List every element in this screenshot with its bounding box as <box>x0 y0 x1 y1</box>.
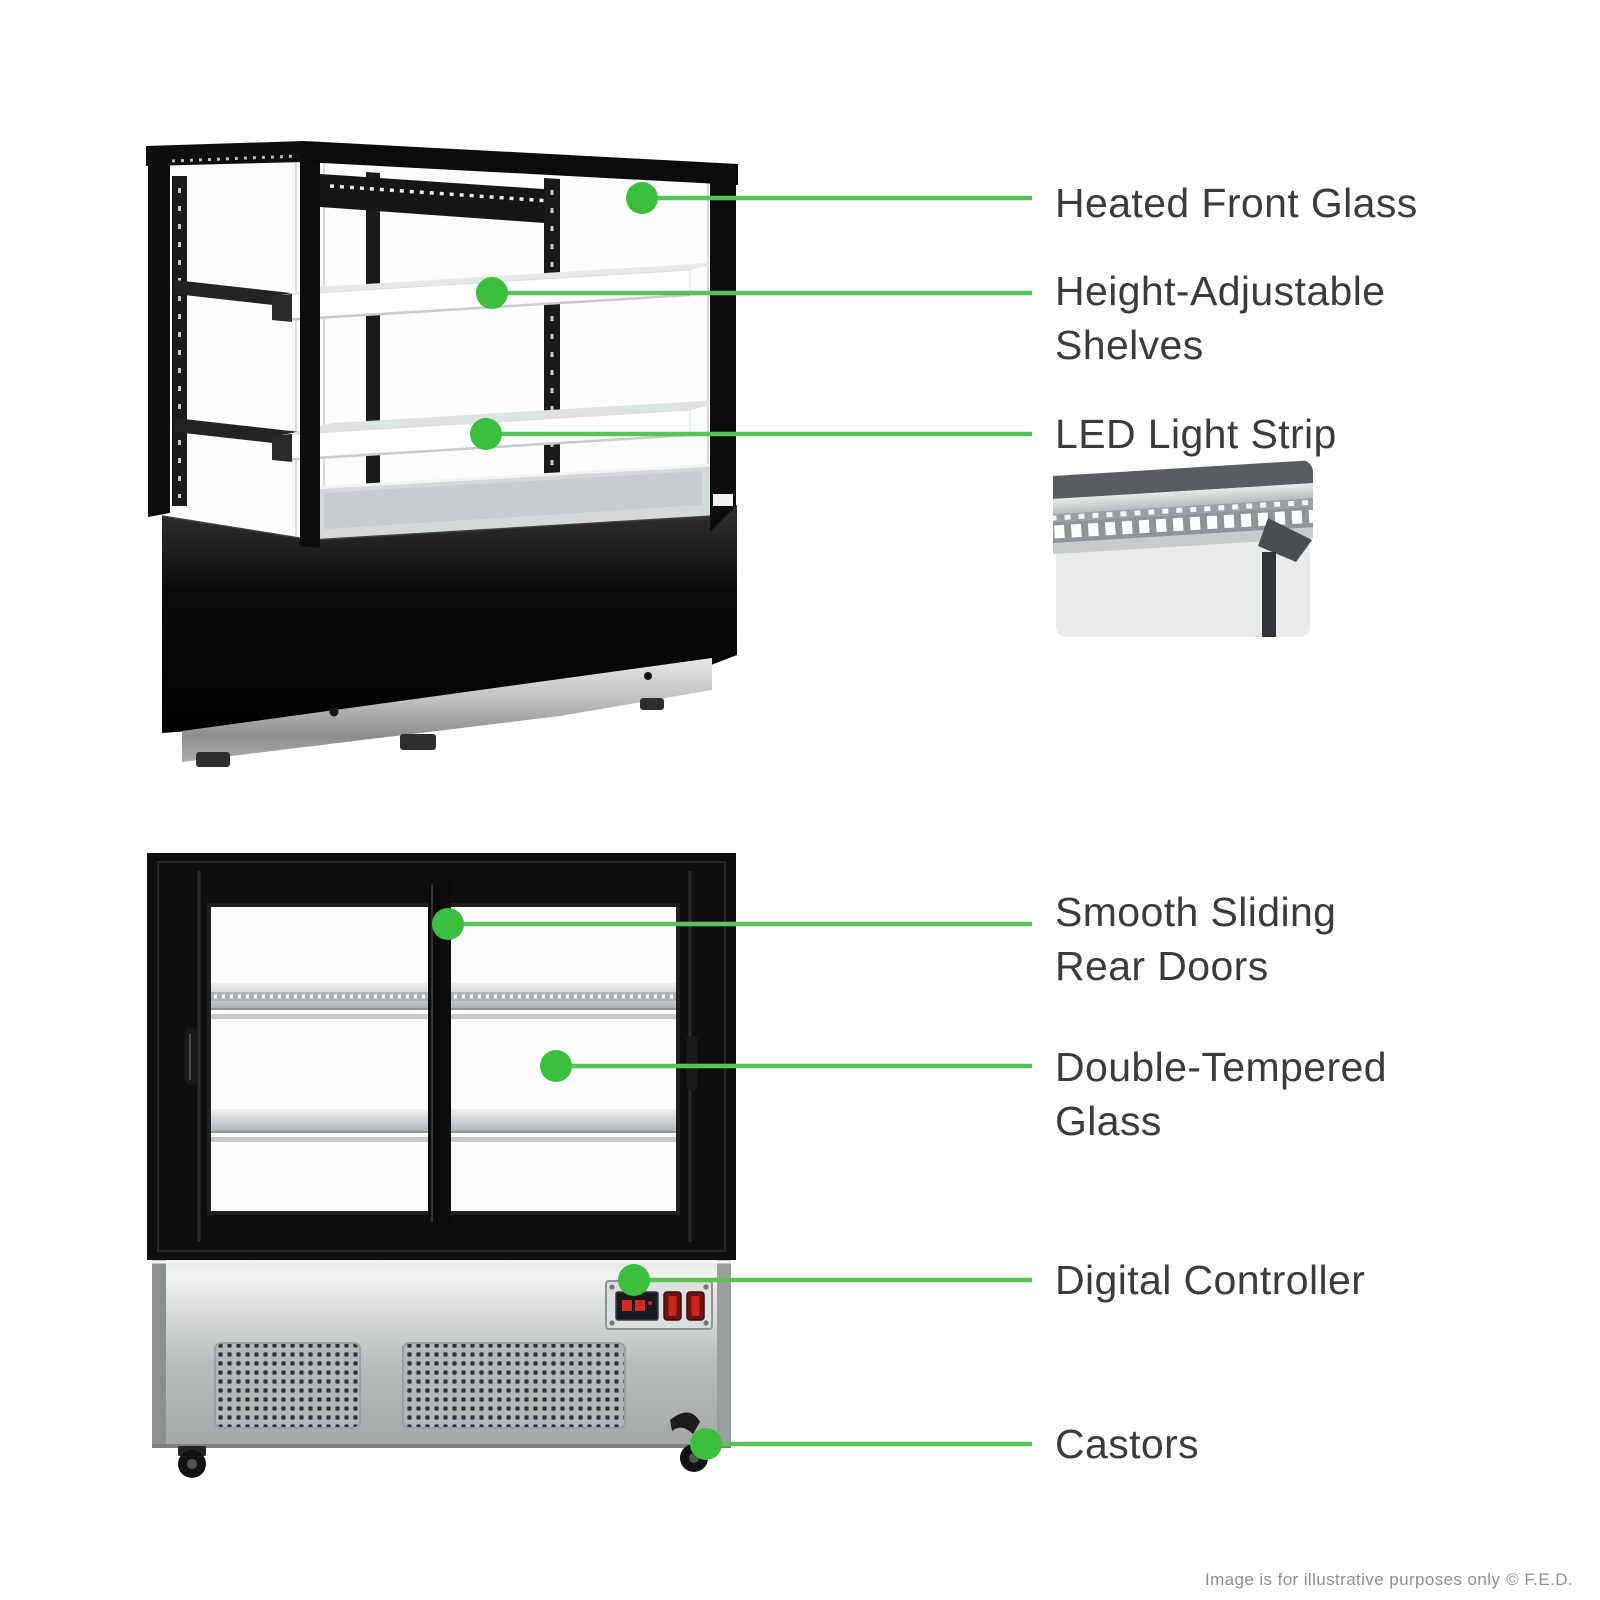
callout-dot-led-light-strip <box>470 418 502 450</box>
screw <box>609 1284 615 1290</box>
frame-post-front-left <box>300 142 320 548</box>
brand-sticker <box>713 494 733 506</box>
led-strip-detail-image <box>1053 460 1313 637</box>
plinth-drain-dot <box>644 672 652 680</box>
callout-label-smooth-sliding-rear-doors: Smooth Sliding Rear Doors <box>1055 889 1337 989</box>
screw <box>703 1320 709 1326</box>
shelf2-bracket <box>272 434 292 462</box>
callout-label-double-tempered-glass: Double-Tempered Glass <box>1055 1044 1387 1144</box>
callout-label-digital-controller: Digital Controller <box>1055 1257 1366 1303</box>
top-product-illustration <box>146 141 738 767</box>
callout-label-heated-front-glass: Heated Front Glass <box>1055 180 1418 226</box>
callout-dot-double-tempered-glass <box>540 1050 572 1082</box>
deck-rim <box>311 463 715 490</box>
display-digit <box>622 1300 632 1311</box>
led-strip-support-bar <box>1262 552 1276 637</box>
callout-lines <box>448 195 1032 1447</box>
top-frame-left-band <box>146 141 304 166</box>
base-right-edge <box>717 1260 731 1448</box>
led-dots-row <box>329 184 551 203</box>
base-left-edge <box>152 1260 166 1448</box>
shelf-arm-lower <box>175 418 300 446</box>
callout-label-castors: Castors <box>1055 1421 1200 1467</box>
frame-post-back-left <box>148 146 170 517</box>
callout-dot-digital-controller <box>618 1264 650 1296</box>
shelf1-top-surface <box>283 262 724 295</box>
switch-rocker <box>691 1296 700 1316</box>
led-strip-bar <box>1053 460 1313 556</box>
callout-dots <box>432 182 722 1460</box>
switch-rocker <box>668 1296 677 1316</box>
castor-left <box>178 1446 206 1478</box>
frame-bevel <box>157 861 726 1252</box>
frame-post-front-right <box>710 165 736 532</box>
shelf1-bracket <box>272 294 292 322</box>
led-dots-row <box>171 154 299 163</box>
interior-header-bar <box>320 174 558 224</box>
callout-dot-height-adjustable-shelves <box>476 277 508 309</box>
door-handle-left <box>185 1028 198 1085</box>
callout-label-led-light-strip: LED Light Strip <box>1055 411 1337 457</box>
footer-disclaimer-text: Image is for illustrative purposes only <box>1205 1570 1501 1589</box>
led-dots-row <box>1053 508 1313 540</box>
adjustable-foot <box>400 734 436 750</box>
screw <box>703 1284 709 1290</box>
shelf-arm-upper <box>175 280 300 308</box>
shelf2-top-surface <box>283 399 735 435</box>
callout-dot-castors <box>690 1428 722 1460</box>
bottom-product-illustration <box>147 853 736 1478</box>
sliding-door-divider <box>428 880 451 1225</box>
led-dots-row <box>1053 498 1313 522</box>
door-handle-right <box>686 1036 698 1091</box>
adjustable-foot <box>640 698 664 710</box>
led-image-background <box>1056 540 1310 637</box>
left-side-glass <box>170 146 300 545</box>
callout-dot-heated-front-glass <box>626 182 658 214</box>
led-strip-end-clip <box>1258 518 1312 562</box>
glass-deck-inner <box>324 471 702 529</box>
ventilation-grille-left <box>214 1342 361 1429</box>
display-digit <box>635 1300 645 1311</box>
footer-brand-text: © F.E.D. <box>1506 1570 1574 1589</box>
stainless-plinth <box>182 658 712 762</box>
callout-dot-smooth-sliding-rear-doors <box>432 908 464 940</box>
footer-disclaimer: Image is for illustrative purposes only ©… <box>1205 1570 1579 1590</box>
top-frame-front-band <box>304 141 738 185</box>
display-dot <box>648 1301 652 1305</box>
ventilation-grille-right <box>402 1342 626 1429</box>
callout-label-height-adjustable-shelves: Height-Adjustable Shelves <box>1055 268 1386 368</box>
plinth-drain-dot <box>329 707 339 717</box>
interior-back-left-post <box>366 172 380 502</box>
adjustable-foot <box>196 752 230 767</box>
screw <box>609 1320 615 1326</box>
